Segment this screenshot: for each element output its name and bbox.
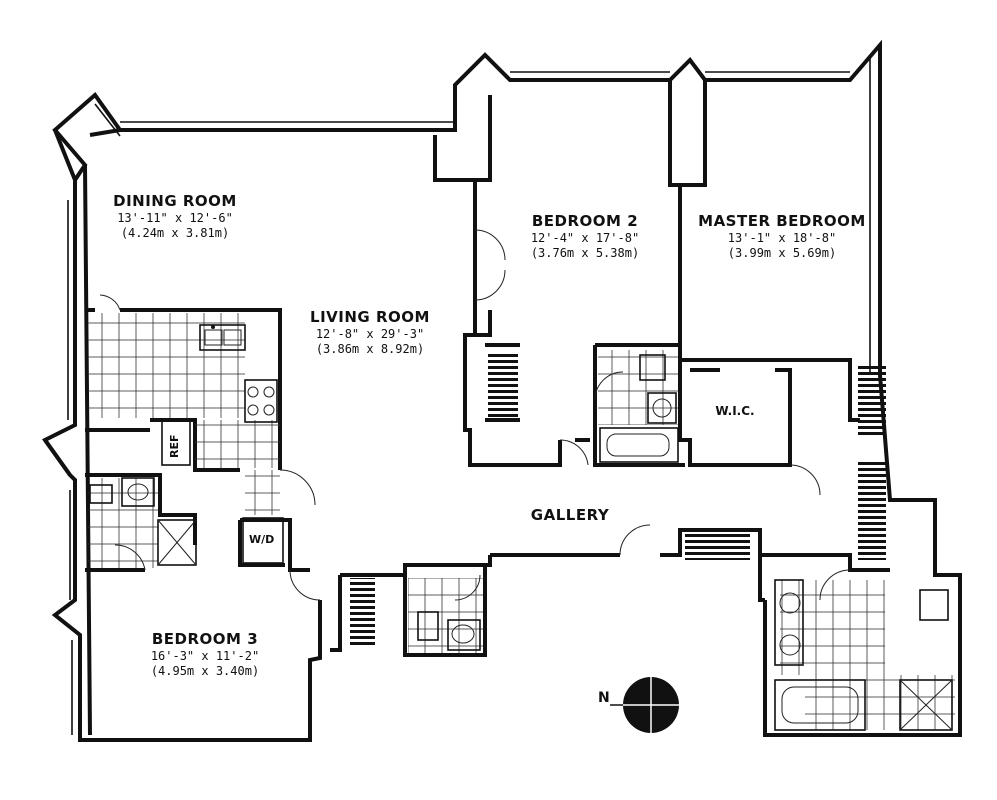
compass-north-label: N xyxy=(598,690,610,706)
tiled-floors xyxy=(88,313,955,730)
master-bedroom-dim-m: (3.99m x 5.69m) xyxy=(727,245,837,260)
exterior-walls xyxy=(42,39,962,742)
bath-fixtures xyxy=(89,354,953,731)
room-label-gallery: GALLERY xyxy=(531,506,609,525)
room-label-dining: DINING ROOM 13'-11" x 12'-6" (4.24m x 3.… xyxy=(113,192,237,241)
bedroom3-dim-m: (4.95m x 3.40m) xyxy=(150,663,260,678)
room-label-bedroom3: BEDROOM 3 16'-3" x 11'-2" (4.95m x 3.40m… xyxy=(151,630,259,679)
dining-room-dim-ft: 13'-11" x 12'-6" xyxy=(117,210,233,225)
dining-room-dim-m: (4.24m x 3.81m) xyxy=(120,225,230,240)
room-label-bedroom2: BEDROOM 2 12'-4" x 17'-8" (3.76m x 5.38m… xyxy=(531,212,639,261)
interior-walls xyxy=(85,80,890,657)
bedroom2-dim-m: (3.76m x 5.38m) xyxy=(530,245,640,260)
bedroom3-name: BEDROOM 3 xyxy=(151,630,259,648)
room-label-living: LIVING ROOM 12'-8" x 29'-3" (3.86m x 8.9… xyxy=(310,308,430,357)
living-room-dim-ft: 12'-8" x 29'-3" xyxy=(315,326,425,341)
compass xyxy=(610,677,679,733)
bedroom2-dim-ft: 12'-4" x 17'-8" xyxy=(530,230,640,245)
bedroom3-dim-ft: 16'-3" x 11'-2" xyxy=(150,648,260,663)
room-label-master: MASTER BEDROOM 13'-1" x 18'-8" (3.99m x … xyxy=(698,212,866,261)
ref-label: REF xyxy=(168,434,181,459)
room-label-wic: W.I.C. xyxy=(715,404,754,419)
master-bedroom-dim-ft: 13'-1" x 18'-8" xyxy=(727,230,837,245)
window-bays xyxy=(67,55,871,735)
closets xyxy=(350,352,886,646)
dining-room-name: DINING ROOM xyxy=(113,192,237,210)
living-room-name: LIVING ROOM xyxy=(310,308,430,326)
bedroom2-name: BEDROOM 2 xyxy=(531,212,639,230)
kitchen-fixtures xyxy=(161,324,284,564)
gallery-name: GALLERY xyxy=(530,506,610,524)
wd-label: W/D xyxy=(249,533,275,546)
door-swings xyxy=(99,229,851,601)
wic-name: W.I.C. xyxy=(715,404,755,418)
living-room-dim-m: (3.86m x 8.92m) xyxy=(315,341,425,356)
master-bedroom-name: MASTER BEDROOM xyxy=(698,212,866,230)
